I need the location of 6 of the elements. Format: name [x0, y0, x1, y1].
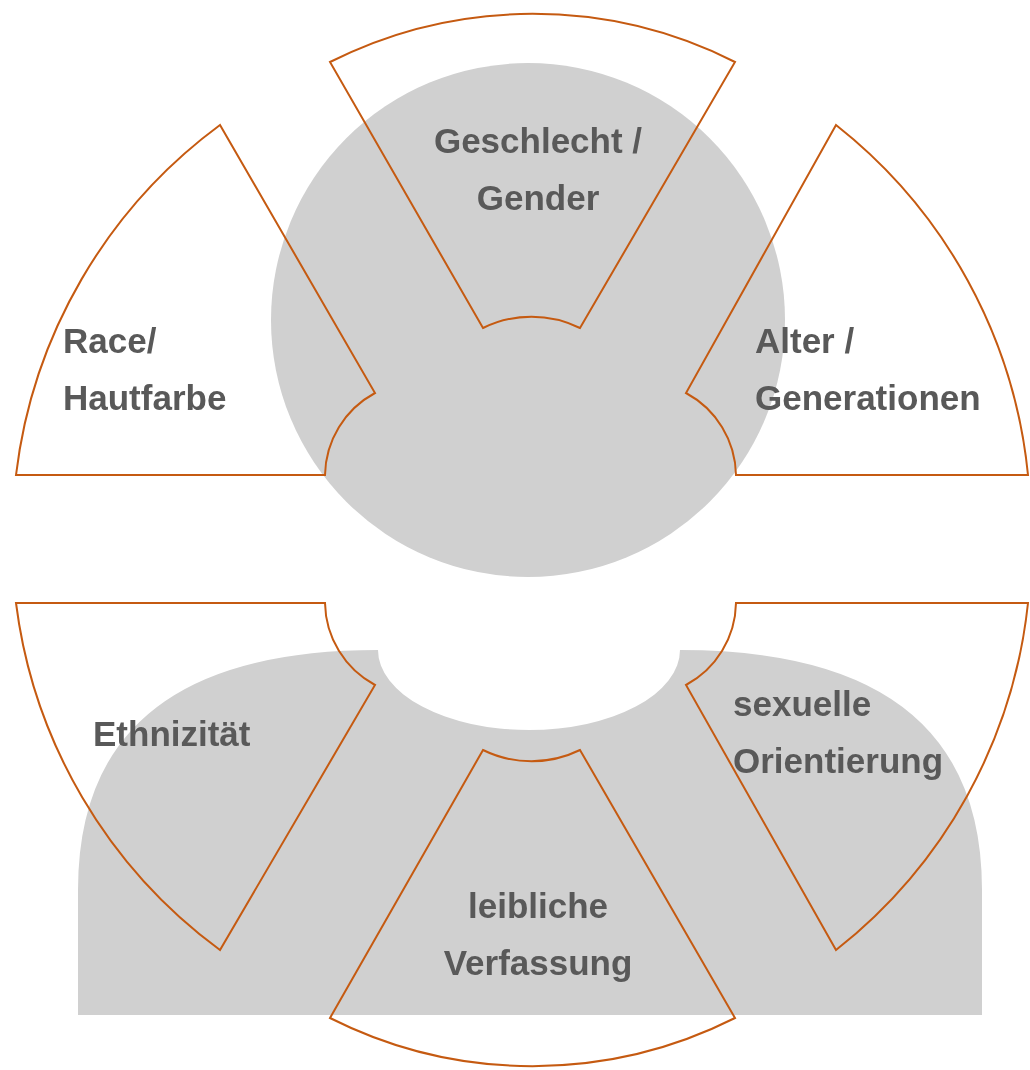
wedge-label: Alter / Generationen — [755, 320, 982, 419]
wedge-label: sexuelle Orientierung — [733, 683, 945, 782]
wedge-label: Race/ Hautfarbe — [63, 320, 228, 419]
wedge-label: leibliche Verfassung — [442, 885, 634, 984]
wedge-label: Geschlecht / Gender — [432, 120, 644, 219]
wedge-label: Ethnizität — [93, 713, 252, 755]
